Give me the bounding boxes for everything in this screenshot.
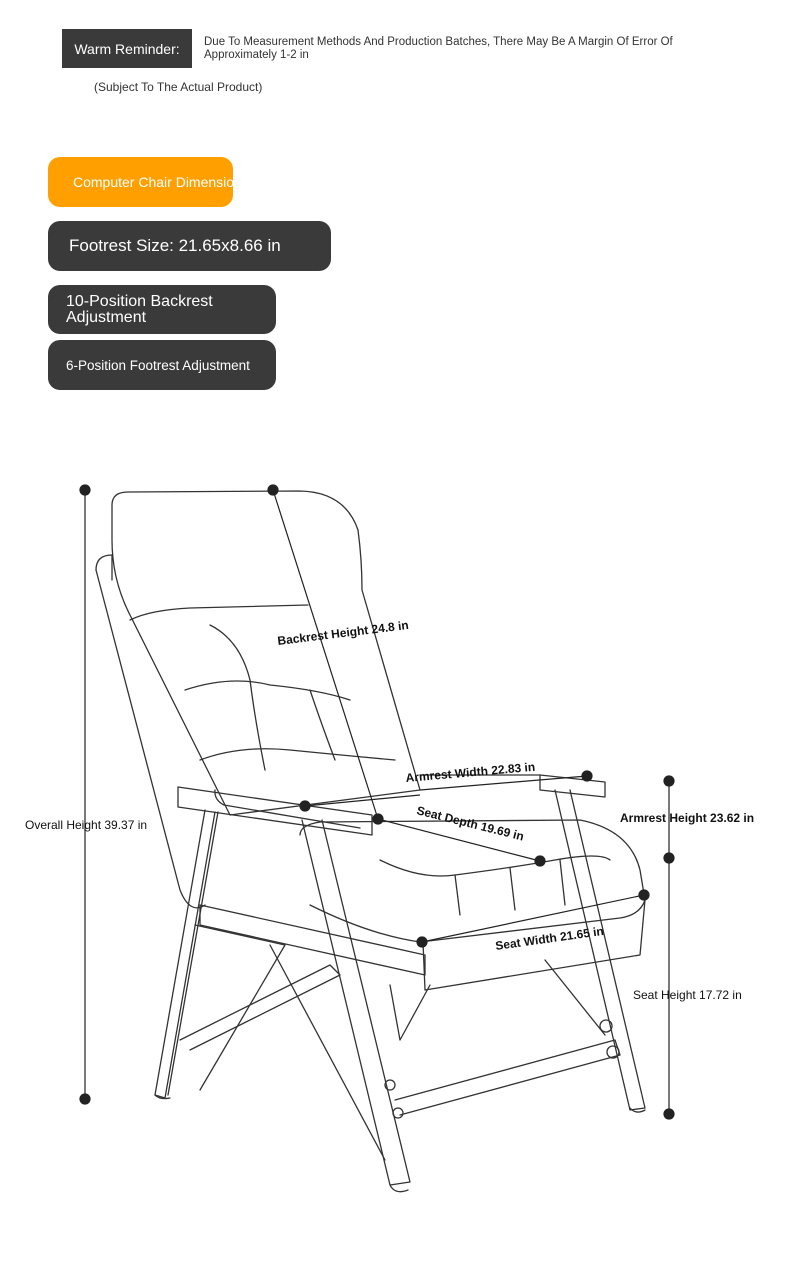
- backrest-height-label: Backrest Height 24.8 in: [277, 618, 410, 648]
- armrest-height-label: Armrest Height 23.62 in: [620, 811, 754, 825]
- backrest-adjustment-badge: 10-Position Backrest Adjustment: [48, 285, 276, 334]
- dimensions-title-label: Computer Chair Dimensions: [73, 174, 249, 190]
- overall-height-top-dot: [79, 484, 91, 496]
- seat-width-left-dot: [416, 936, 428, 948]
- reminder-subtext: (Subject To The Actual Product): [94, 80, 263, 94]
- reminder-text: Due To Measurement Methods And Productio…: [204, 36, 673, 61]
- armrest-width-label: Armrest Width 22.83 in: [405, 760, 536, 785]
- footrest-size-badge: Footrest Size: 21.65x8.66 in: [48, 221, 331, 271]
- seat-width-label: Seat Width 21.65 in: [494, 924, 604, 953]
- backrest-height-top-dot: [267, 484, 279, 496]
- footrest-adjustment-badge: 6-Position Footrest Adjustment: [48, 340, 276, 390]
- footrest-size-label: Footrest Size: 21.65x8.66 in: [69, 236, 281, 255]
- seat-depth-end-dot: [534, 855, 546, 867]
- backrest-adjustment-label: 10-Position Backrest Adjustment: [66, 292, 213, 326]
- dimension-lines: [79, 484, 675, 1120]
- armrest-height-top-dot: [663, 775, 675, 787]
- overall-height-label: Overall Height 39.37 in: [25, 818, 147, 832]
- seat-depth-label: Seat Depth 19.69 in: [415, 803, 525, 843]
- armrest-width-right-dot: [581, 770, 593, 782]
- seat-height-bottom-dot: [663, 1108, 675, 1120]
- seat-width-right-dot: [638, 889, 650, 901]
- armrest-width-left-dot: [299, 800, 311, 812]
- chair-drawing: [95, 490, 646, 1193]
- footrest-adjustment-label: 6-Position Footrest Adjustment: [66, 357, 250, 373]
- seat-height-label: Seat Height 17.72 in: [633, 988, 742, 1002]
- chair-dimension-diagram: Overall Height 39.37 in Backrest Height …: [25, 484, 754, 1193]
- dimensions-title-badge: Computer Chair Dimensions: [48, 157, 249, 207]
- warm-reminder-tag: Warm Reminder:: [62, 29, 192, 68]
- overall-height-bottom-dot: [79, 1093, 91, 1105]
